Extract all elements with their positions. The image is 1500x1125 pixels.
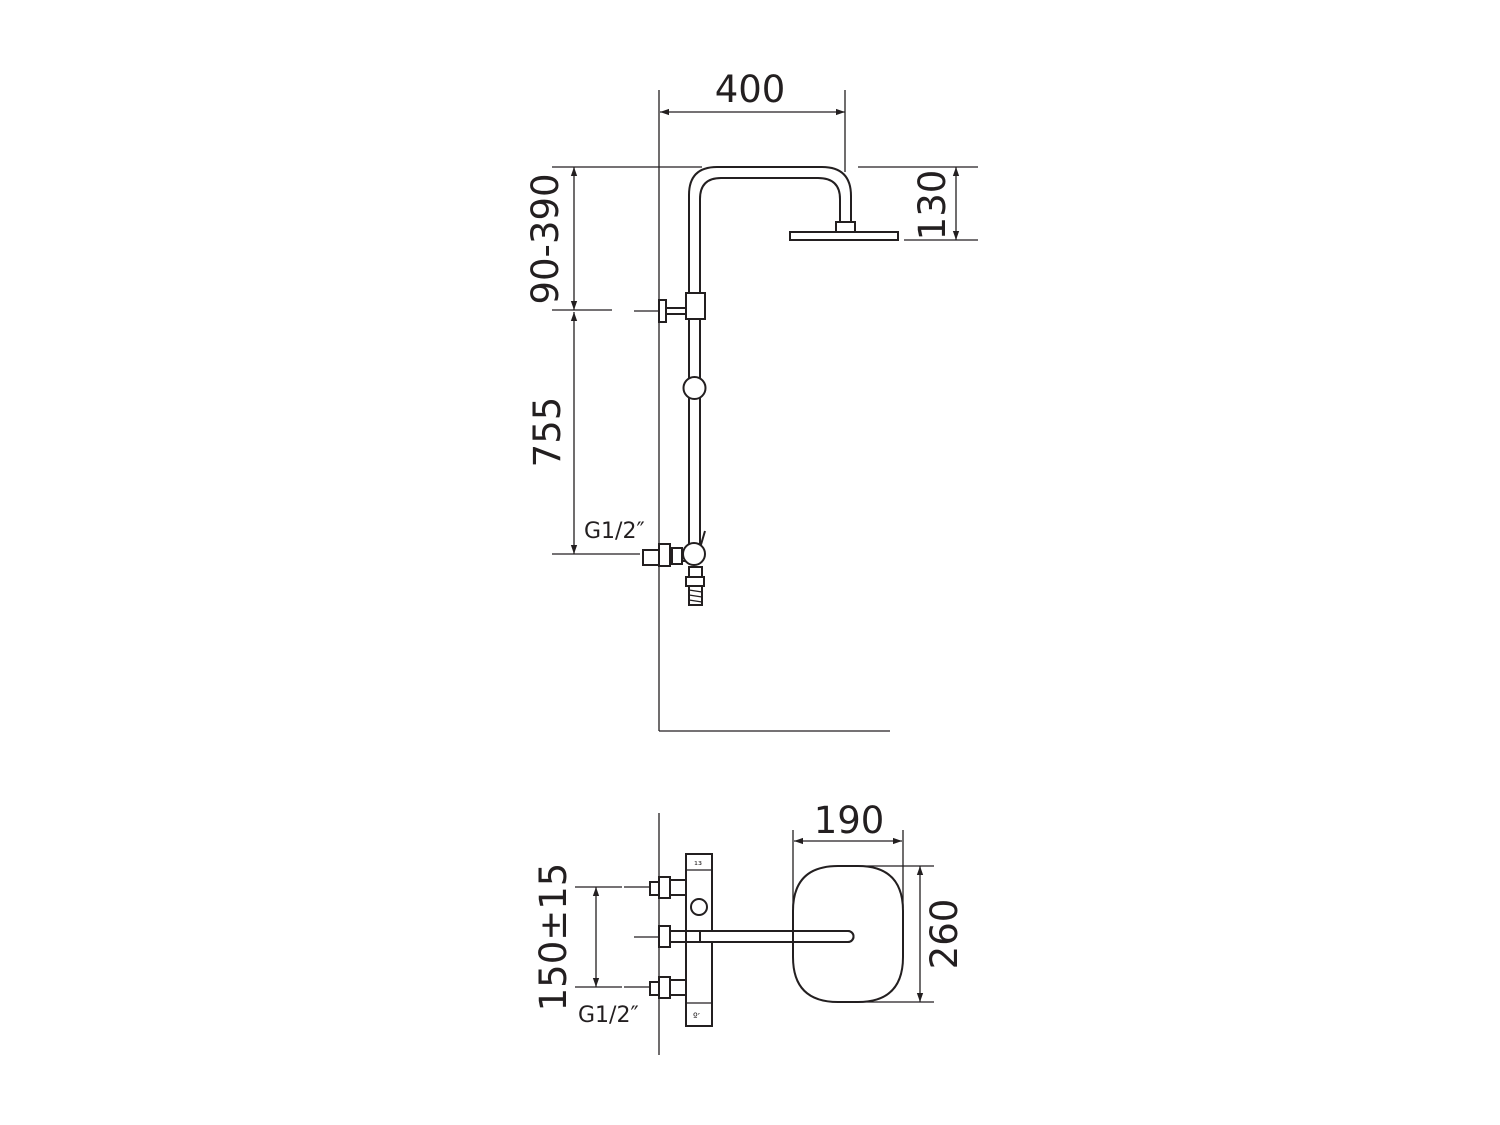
dimension-head-drop: 130	[858, 166, 978, 241]
riser-pipe	[688, 166, 852, 545]
middle-connector	[634, 925, 700, 948]
inlet-connector-bottom	[624, 976, 687, 999]
front-view: ₁₃ º′ 190 260	[532, 799, 966, 1055]
dimension-head-width: 190	[792, 799, 904, 908]
dimension-arm-reach: 400	[660, 68, 846, 172]
mixer-connection	[642, 530, 706, 606]
dim-label-inlet-spacing: 150±15	[532, 863, 575, 1012]
shower-head-neck	[835, 221, 856, 233]
dim-label-slide-range: 90-390	[524, 173, 567, 304]
dimension-rail-height: 755	[526, 312, 640, 555]
side-view: 400 130 90-390 755 G1/2″	[524, 68, 978, 732]
dim-label-head-width: 190	[814, 799, 885, 842]
knob-mark-bottom: º′	[693, 1012, 701, 1023]
inlet-connector-top	[624, 876, 687, 899]
handshower-holder	[682, 376, 707, 400]
thread-label-front: G1/2″	[578, 1003, 639, 1028]
knob-mark-top: ₁₃	[694, 857, 702, 868]
dim-label-head-height: 260	[923, 899, 966, 970]
diverter-knob	[690, 898, 708, 916]
dim-label-head-drop: 130	[911, 170, 954, 241]
dim-label-arm-reach: 400	[715, 68, 786, 111]
dimension-inlet-spacing: 150±15	[532, 863, 622, 1012]
dimension-head-height: 260	[855, 865, 966, 1003]
dim-label-rail-height: 755	[526, 397, 569, 468]
wall-bracket-upper	[634, 292, 706, 323]
dimension-slide-range: 90-390	[524, 166, 702, 311]
thread-label-side: G1/2″	[584, 519, 645, 544]
shower-head	[789, 231, 899, 241]
